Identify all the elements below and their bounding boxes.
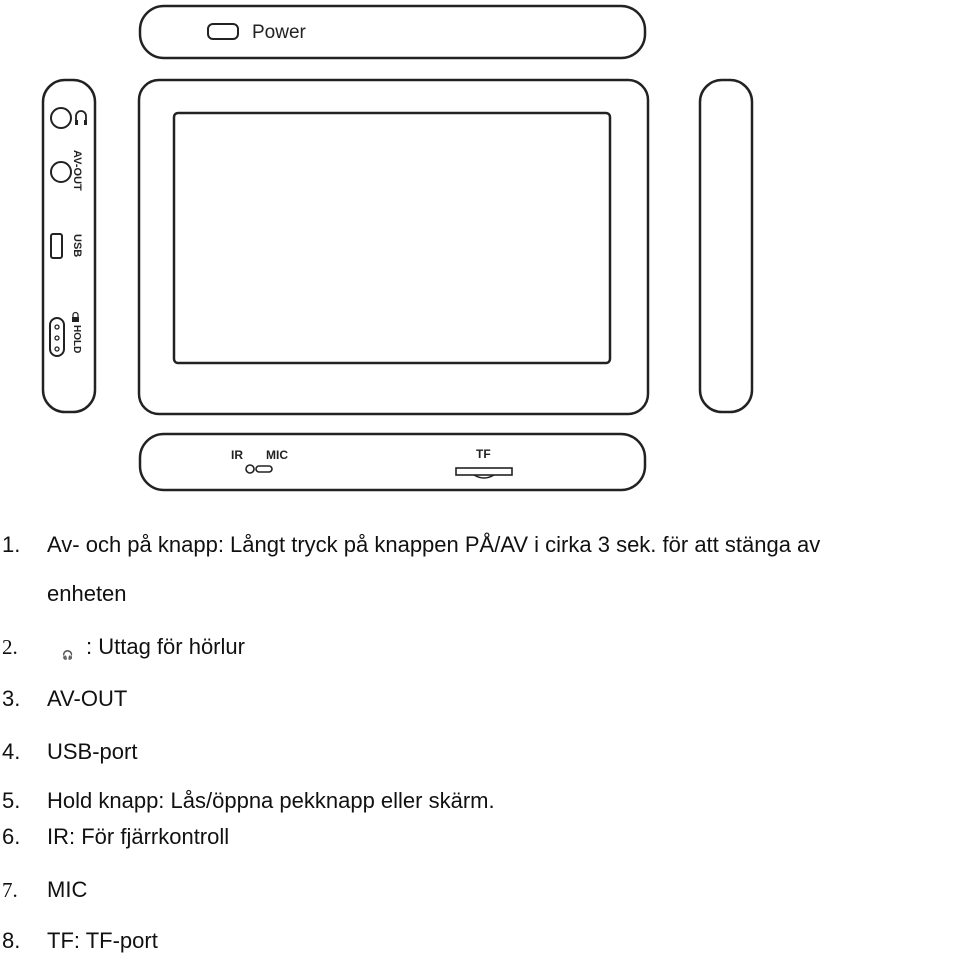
power-button[interactable] [207,23,239,40]
item-text: AV-OUT [47,686,128,711]
lock-icon [72,311,79,322]
item-text: IR: För fjärrkontroll [47,824,230,849]
screen[interactable] [172,111,612,365]
tf-label: TF [476,447,491,461]
usb-label: USB [71,234,83,257]
headphone-icon: 🎧 [62,650,74,660]
hold-switch[interactable] [49,317,65,357]
ir-label: IR [231,448,243,462]
ir-sensor [245,464,255,474]
item-text: TF: TF-port [47,928,158,953]
front-view [137,78,650,416]
tf-slot[interactable] [455,467,513,476]
item-text: Hold knapp: Lås/öppna pekknapp eller skä… [47,788,495,813]
mic-hole [255,465,273,473]
right-side-view [698,78,754,414]
item-text: MIC [47,877,88,902]
item-number: 8. [2,928,21,953]
item-number: 5. [2,788,21,813]
item-text: USB-port [47,739,138,764]
hold-label: HOLD [71,325,82,353]
mic-label: MIC [266,448,288,462]
item-number: 6. [2,824,21,849]
item-text: : Uttag för hörlur [86,634,245,659]
item-text: Av- och på knapp: Långt tryck på knappen… [47,532,821,557]
left-side-view: AV-OUT USB HOLD [41,78,97,414]
power-label: Power [252,22,307,43]
item-number: 3. [2,686,21,711]
item-number: 2. [2,635,18,659]
top-edge-view: Power [138,4,647,60]
item-number: 4. [2,739,21,764]
item-number: 7. [2,878,18,902]
av-out-label: AV-OUT [71,150,83,191]
device-diagram: Power AV-OUT USB HOLD [41,4,754,492]
headphone-jack[interactable] [50,107,72,129]
item-text: enheten [47,581,127,606]
av-out-jack[interactable] [50,161,72,183]
feature-list: 1. Av- och på knapp: Långt tryck på knap… [0,520,960,956]
item-number: 1. [2,532,21,557]
usb-port[interactable] [50,233,63,259]
headphone-icon [75,110,87,125]
bottom-edge-view: IR MIC TF [138,432,647,492]
